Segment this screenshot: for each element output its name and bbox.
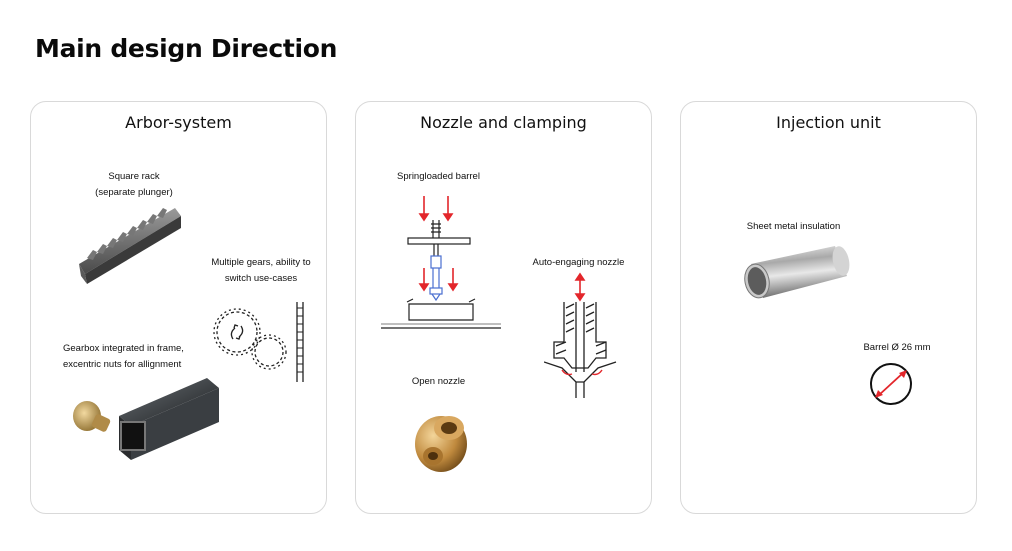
card-title: Arbor-system — [125, 113, 232, 132]
sheet-metal-label: Sheet metal insulation — [746, 221, 841, 232]
springloaded-label: Springloaded barrel — [397, 171, 480, 182]
gears-label: Multiple gears, ability to switch use-ca… — [211, 257, 311, 284]
arbor-system-card: Arbor-system Square rack (separate plung… — [30, 101, 327, 514]
gearbox-tube-image — [73, 378, 219, 460]
injection-unit-card: Injection unit Sheet metal insulation Ba… — [680, 101, 977, 514]
auto-engaging-nozzle-sketch — [544, 272, 617, 398]
nozzle-clamping-card: Nozzle and clamping Springloaded barrel … — [355, 101, 652, 514]
barrel-label: Barrel Ø 26 mm — [863, 342, 931, 353]
auto-engaging-label: Auto-engaging nozzle — [532, 257, 625, 268]
square-rack-label: Square rack (separate plunger) — [95, 171, 173, 198]
card-title: Nozzle and clamping — [420, 113, 587, 132]
springloaded-barrel-sketch — [381, 196, 501, 329]
open-nozzle-label: Open nozzle — [411, 376, 466, 387]
page-title: Main design Direction — [35, 34, 338, 63]
square-rack-image — [79, 208, 181, 284]
gears-sketch — [213, 302, 304, 382]
gearbox-label: Gearbox integrated in frame, excentric n… — [63, 343, 184, 370]
card-title: Injection unit — [776, 113, 881, 132]
sheet-metal-tube-image — [744, 246, 850, 299]
open-nozzle-image — [415, 416, 467, 472]
barrel-diameter-icon — [870, 363, 912, 405]
